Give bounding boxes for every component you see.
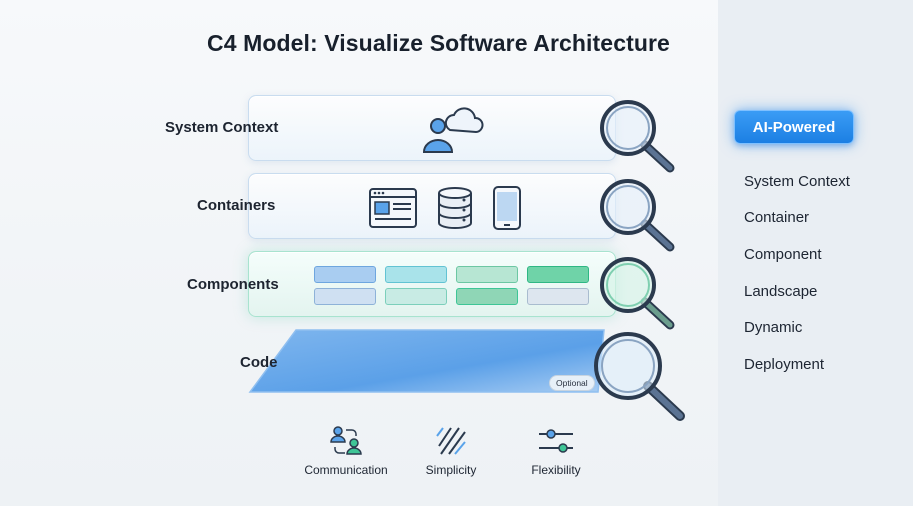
component-block [527,266,589,283]
sidebar-item-dynamic[interactable]: Dynamic [744,319,803,336]
sidebar-item-container[interactable]: Container [744,209,810,226]
sidebar-item-component[interactable]: Component [744,246,822,263]
sidebar [718,0,913,506]
sidebar-item-landscape[interactable]: Landscape [744,283,818,300]
layer-label-code: Code [240,354,278,371]
person-cloud-icon [422,107,484,153]
component-block [456,266,518,283]
component-block [385,266,447,283]
layer-label-system-context: System Context [165,119,279,136]
magnifier-icon [594,332,685,421]
slashes-icon [436,427,466,455]
magnifier-icon [600,100,675,173]
layer-label-components: Components [187,276,279,293]
principle-flexibility: Flexibility [514,424,598,477]
sliders-icon [539,429,573,453]
layer-label-containers: Containers [197,197,276,214]
optional-badge: Optional [549,375,595,391]
page-title: C4 Model: Visualize Software Architectur… [207,30,670,56]
layer-containers[interactable] [248,173,616,239]
component-block [314,266,376,283]
principle-label: Simplicity [425,463,477,477]
layer-code[interactable] [248,328,608,394]
component-block [385,288,447,305]
mobile-phone-icon [493,186,521,230]
principle-communication: Communication [298,424,394,477]
component-block [527,288,589,305]
component-block [314,288,376,305]
layer-components[interactable] [248,251,616,317]
principle-simplicity: Simplicity [410,424,492,477]
sidebar-item-system-context[interactable]: System Context [744,173,850,190]
principle-label: Communication [304,463,388,477]
people-exchange-icon [330,426,362,455]
component-block [456,288,518,305]
ai-powered-badge[interactable]: AI-Powered [734,110,854,144]
browser-window-icon [369,188,417,228]
magnifier-icon [600,257,675,330]
diagram-area: C4 Model: Visualize Software Architectur… [165,30,685,477]
principle-label: Flexibility [531,463,581,477]
magnifier-icon [600,179,675,252]
sidebar-item-deployment[interactable]: Deployment [744,356,825,373]
database-icon [438,187,472,229]
